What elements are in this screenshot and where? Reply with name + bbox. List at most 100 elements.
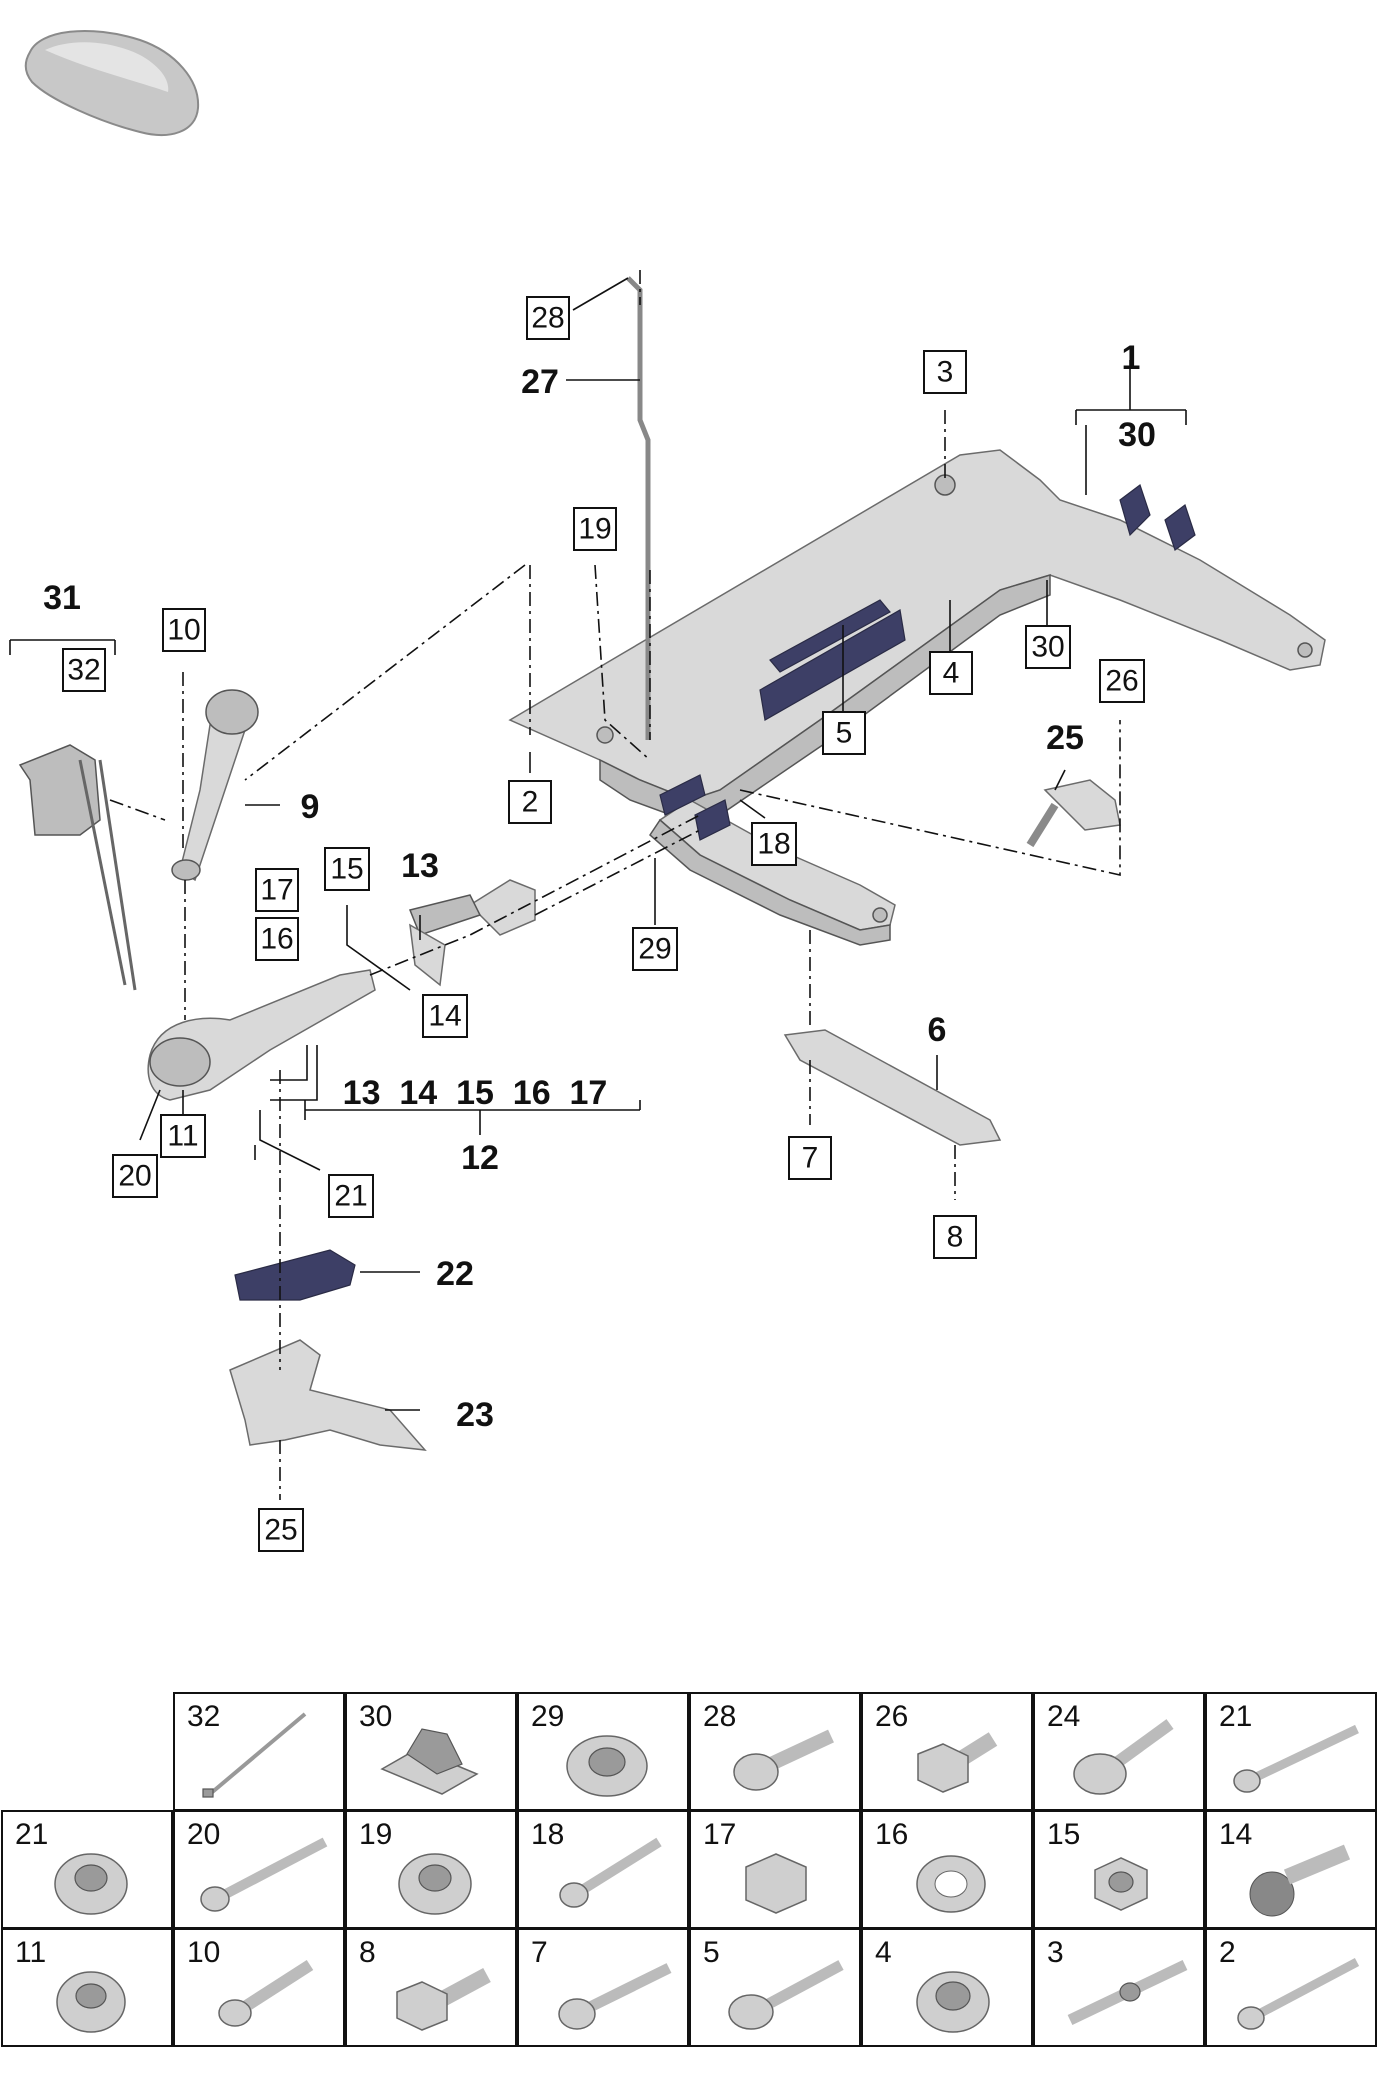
legend-number: 7 xyxy=(531,1936,548,1969)
svg-text:8: 8 xyxy=(947,1221,964,1254)
legend-number: 21 xyxy=(15,1818,49,1851)
legend-cell-2: 2 xyxy=(1205,1928,1377,2047)
svg-text:29: 29 xyxy=(638,933,671,966)
legend-number: 3 xyxy=(1047,1936,1064,1969)
callout-30: 30 xyxy=(1025,625,1071,669)
heat-shield xyxy=(234,1249,356,1301)
mount-bracket xyxy=(1026,779,1121,848)
svg-text:14: 14 xyxy=(428,1000,461,1033)
hex-bolt-icon xyxy=(917,1732,998,1793)
legend-number: 32 xyxy=(187,1700,221,1733)
stabilizer-link xyxy=(171,689,259,882)
reinforcement-plate xyxy=(783,1029,1002,1146)
legend-cell-4: 4 xyxy=(861,1928,1033,2047)
svg-text:18: 18 xyxy=(757,828,790,861)
cable-tie-icon xyxy=(202,1712,307,1798)
callout-31: 31 xyxy=(43,579,81,617)
callout-21: 21 xyxy=(328,1174,374,1218)
hex-nut-icon xyxy=(745,1853,807,1914)
callout-5: 5 xyxy=(822,711,866,755)
legend-cell-20: 20 xyxy=(173,1810,345,1929)
flange-nut-icon xyxy=(54,1853,128,1915)
control-arm xyxy=(147,969,376,1101)
callout-10: 10 xyxy=(162,608,206,652)
callout-13: 13 xyxy=(401,847,439,885)
svg-text:2: 2 xyxy=(522,786,539,819)
legend-number: 2 xyxy=(1219,1936,1236,1969)
legend-number: 29 xyxy=(531,1700,565,1733)
legend-number: 5 xyxy=(703,1936,720,1969)
legend-number: 15 xyxy=(1047,1818,1081,1851)
stud-bolt-icon xyxy=(1067,1960,1188,2025)
legend-cell-21: 21 xyxy=(1205,1692,1377,1811)
callout-19: 19 xyxy=(573,507,617,551)
legend-number: 28 xyxy=(703,1700,737,1733)
flange-nut-icon xyxy=(566,1735,648,1797)
legend-cell-3: 3 xyxy=(1033,1928,1205,2047)
callout-22: 22 xyxy=(436,1255,474,1293)
long-bolt-icon xyxy=(1237,1958,1360,2030)
ball-joint-icon xyxy=(1249,1844,1351,1917)
legend-cell-16: 16 xyxy=(861,1810,1033,1929)
legend-number: 18 xyxy=(531,1818,565,1851)
svg-text:15: 15 xyxy=(330,853,363,886)
underbody-panel xyxy=(229,1339,427,1451)
svg-text:17: 17 xyxy=(260,874,293,907)
callout-15: 15 xyxy=(324,847,370,891)
legend-number: 14 xyxy=(1219,1818,1253,1851)
callout-7: 7 xyxy=(788,1136,832,1180)
legend-number: 30 xyxy=(359,1700,393,1733)
hex-nut-icon xyxy=(1094,1857,1148,1911)
legend-cell-7: 7 xyxy=(517,1928,689,2047)
svg-text:30: 30 xyxy=(1031,631,1064,664)
legend-number: 8 xyxy=(359,1936,376,1969)
legend-cell-29: 29 xyxy=(517,1692,689,1811)
flange-bolt-icon xyxy=(728,1960,844,2030)
shoulder-bolt-icon xyxy=(733,1729,834,1791)
svg-text:25: 25 xyxy=(264,1514,297,1547)
svg-text:28: 28 xyxy=(531,302,564,335)
svg-text:26: 26 xyxy=(1105,665,1138,698)
washer-icon xyxy=(916,1855,986,1913)
clip-nut-icon xyxy=(380,1728,479,1795)
callout-3: 3 xyxy=(923,350,967,394)
legend-cell-26: 26 xyxy=(861,1692,1033,1811)
svg-text:20: 20 xyxy=(118,1160,151,1193)
hex-bolt-icon xyxy=(396,1967,491,2031)
callout-9: 9 xyxy=(301,788,320,826)
legend-cell-15: 15 xyxy=(1033,1810,1205,1929)
svg-text:11: 11 xyxy=(167,1120,198,1153)
callout-26: 26 xyxy=(1099,659,1145,703)
spline-bolt-icon xyxy=(558,1963,672,2030)
legend-cell-10: 10 xyxy=(173,1928,345,2047)
callout-6: 6 xyxy=(928,1011,947,1049)
legend-cell-30: 30 xyxy=(345,1692,517,1811)
legend-number: 17 xyxy=(703,1818,737,1851)
bushing-assembly xyxy=(408,879,536,987)
legend-number: 26 xyxy=(875,1700,909,1733)
callout-20: 20 xyxy=(112,1154,158,1198)
flange-nut-icon xyxy=(56,1971,126,2033)
callout-labels: 28 27 3 1 30 19 31 32 10 9 4 30 26 5 25 … xyxy=(43,296,1156,1552)
front-axle-subframe xyxy=(508,449,1326,946)
legend-cell-24: 24 xyxy=(1033,1692,1205,1811)
bolt-icon xyxy=(218,1959,314,2027)
legend-cell-19: 19 xyxy=(345,1810,517,1929)
callout-12: 12 xyxy=(461,1139,499,1177)
callout-18: 18 xyxy=(751,822,797,866)
label-leader-lines xyxy=(9,277,1187,1411)
callout-1: 1 xyxy=(1122,339,1141,377)
ride-height-sensor-rod xyxy=(626,276,651,740)
legend-number: 19 xyxy=(359,1818,393,1851)
legend-number: 16 xyxy=(875,1818,909,1851)
legend-number: 24 xyxy=(1047,1700,1081,1733)
callout-12-group: 13 14 15 16 17 xyxy=(343,1074,608,1112)
callout-2: 2 xyxy=(508,780,552,824)
assembly-leader-lines xyxy=(109,270,1121,1500)
fastener-legend-table: 32 30 29 28 26 24 21 21 20 19 18 xyxy=(0,1692,1378,2050)
svg-text:32: 32 xyxy=(67,654,100,687)
callout-27: 27 xyxy=(521,363,559,401)
legend-cell-14: 14 xyxy=(1205,1810,1377,1929)
callout-25: 25 xyxy=(258,1508,304,1552)
legend-cell-28: 28 xyxy=(689,1692,861,1811)
